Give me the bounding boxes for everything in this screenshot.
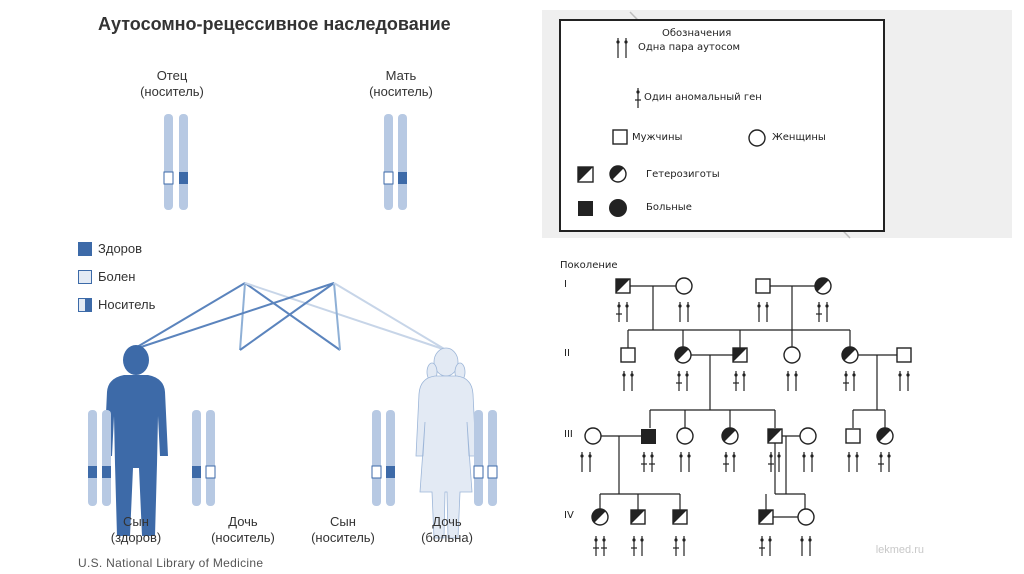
gen1-male-2 <box>756 279 770 293</box>
gen4-male-3 <box>759 510 773 524</box>
gen2-male-3 <box>897 348 911 362</box>
pedigree-title: Поколение <box>560 260 618 271</box>
legend-label: Болен <box>98 269 135 284</box>
gen4-female-2 <box>798 509 814 525</box>
inheritance-illustration: Аутосомно-рецессивное наследование Отец … <box>0 0 520 574</box>
child-figure-son-healthy <box>104 345 168 536</box>
gen2-female-2 <box>784 347 800 363</box>
gen3-male-affected <box>641 429 656 444</box>
pedigree-chart: Обозначения Одна пара аутосом Один анома… <box>520 0 1024 574</box>
legend-gene-label: Один аномальный ген <box>644 92 762 103</box>
legend-affected-male <box>578 201 593 216</box>
connection-line <box>132 283 245 350</box>
child-label-son-carrier: Сын (носитель) <box>298 514 388 546</box>
son-healthy-chromosome-pair <box>88 410 111 506</box>
gen3-female-2 <box>677 428 693 444</box>
connection-line <box>240 283 245 350</box>
gen1-male-1 <box>616 279 630 293</box>
generation-label-2: II <box>564 348 570 359</box>
legend-heterozygote-female <box>610 166 626 182</box>
gen4-male-1 <box>631 510 645 524</box>
child-name: Сын <box>96 514 176 530</box>
pedigree-lines <box>593 286 897 517</box>
gen3-female-1 <box>585 428 601 444</box>
legend-title: Обозначения <box>662 28 731 39</box>
child-figure-daughter-carrier <box>212 348 272 538</box>
child-status: (носитель) <box>298 530 388 546</box>
legend-het-label: Гетерозиготы <box>646 169 720 180</box>
gen3-female-3 <box>722 428 738 444</box>
gen3-female-4 <box>800 428 816 444</box>
connection-line <box>334 283 340 350</box>
child-status: (носитель) <box>198 530 288 546</box>
legend-heterozygote-male <box>578 167 593 182</box>
child-label-daughter-affected: Дочь (больна) <box>402 514 492 546</box>
generation-label-3: III <box>564 429 573 440</box>
child-label-son-healthy: Сын (здоров) <box>96 514 176 546</box>
legend-label: Здоров <box>98 241 142 256</box>
legend-affected-female <box>609 199 627 217</box>
child-label-daughter-carrier: Дочь (носитель) <box>198 514 288 546</box>
legend-women-label: Женщины <box>772 132 826 143</box>
father-chromosome-pair <box>164 114 188 210</box>
daughter-carrier-chromosome-pair <box>192 410 215 506</box>
child-status: (больна) <box>402 530 492 546</box>
gen2-male-1 <box>621 348 635 362</box>
generation-label-4: IV <box>564 510 574 521</box>
figures-svg <box>0 0 520 574</box>
child-name: Дочь <box>402 514 492 530</box>
affected-swatch <box>78 270 92 284</box>
mother-figure <box>303 53 363 290</box>
gen1-female-1 <box>676 278 692 294</box>
legend-male-symbol <box>613 130 627 144</box>
father-figure <box>206 50 286 288</box>
legend-item-healthy: Здоров <box>78 241 142 256</box>
child-figure-daughter-affected <box>416 348 476 538</box>
gen2-male-2 <box>733 348 747 362</box>
connection-line <box>245 283 446 350</box>
gen4-male-2 <box>673 510 687 524</box>
gen3-male-2 <box>768 429 782 443</box>
credit-text: U.S. National Library of Medicine <box>78 556 263 570</box>
watermark: lekmed.ru <box>876 544 924 556</box>
legend-men-label: Мужчины <box>632 132 682 143</box>
child-status: (здоров) <box>96 530 176 546</box>
child-figure-son-carrier <box>309 345 373 536</box>
carrier-swatch <box>78 298 92 312</box>
daughter-affected-chromosome-pair <box>474 410 497 506</box>
legend-item-affected: Болен <box>78 269 135 284</box>
gen2-female-1 <box>675 347 691 363</box>
gen3-female-5 <box>877 428 893 444</box>
child-name: Дочь <box>198 514 288 530</box>
legend-female-symbol <box>749 130 765 146</box>
connection-line <box>245 283 340 350</box>
connection-line <box>132 283 334 350</box>
healthy-swatch <box>78 242 92 256</box>
gen1-female-2 <box>815 278 831 294</box>
legend-affected-label: Больные <box>646 202 692 213</box>
legend-item-carrier: Носитель <box>78 297 155 312</box>
gen3-male-3 <box>846 429 860 443</box>
mother-chromosome-pair <box>384 114 407 210</box>
generation-label-1: I <box>564 279 567 290</box>
connection-line <box>334 283 446 350</box>
child-name: Сын <box>298 514 388 530</box>
gen4-female-1 <box>592 509 608 525</box>
gen2-female-3 <box>842 347 858 363</box>
pedigree-svg <box>520 0 1024 574</box>
legend-label: Носитель <box>98 297 155 312</box>
son-carrier-chromosome-pair <box>372 410 395 506</box>
connection-lines <box>132 283 446 350</box>
legend-pair-label: Одна пара аутосом <box>638 42 740 53</box>
connection-line <box>240 283 334 350</box>
